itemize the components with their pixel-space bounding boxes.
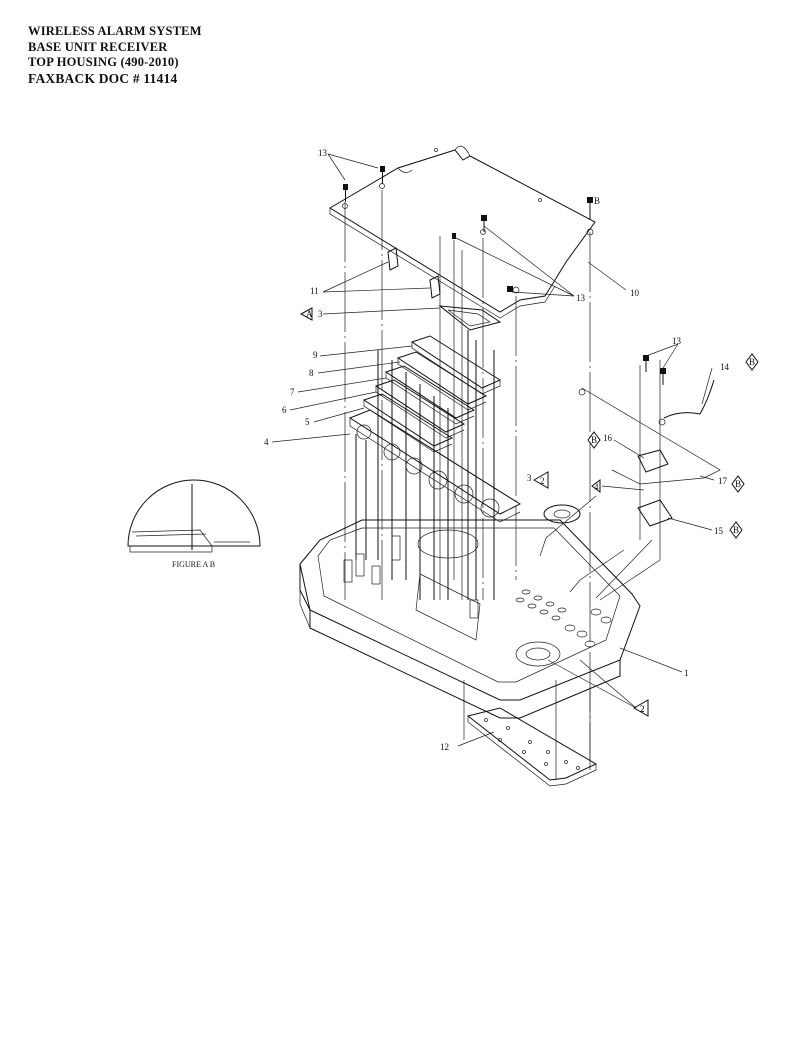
callout-12: 12: [440, 742, 449, 752]
callout-4-left: 4: [264, 437, 269, 447]
tag-b-3: B: [735, 479, 741, 489]
title-line-4: FAXBACK DOC # 11414: [28, 70, 178, 86]
tag-b-1: B: [749, 357, 755, 367]
bracket-frame: [438, 305, 502, 331]
stacked-circuit-boards: [348, 335, 522, 523]
board-pins: [355, 330, 495, 600]
round-spacer: [543, 504, 581, 524]
connection-lines: [539, 495, 661, 601]
callout-1: 1: [684, 668, 689, 678]
screw-group-top: [343, 166, 593, 292]
inset-caption: FIGURE A B: [172, 560, 215, 569]
callout-17: 17: [718, 476, 728, 486]
reference-tags: A 2 2 B B B B B: [299, 196, 759, 717]
tag-2-lower: 2: [640, 704, 645, 714]
callout-6: 6: [282, 405, 287, 415]
base-housing: [299, 519, 641, 719]
callout-14: 14: [720, 362, 730, 372]
callout-16: 16: [603, 433, 613, 443]
tag-2-upper: 2: [540, 476, 545, 486]
callout-2: 2: [640, 704, 645, 714]
callout-13-right: 13: [672, 336, 682, 346]
callout-3-upper: 3: [318, 309, 323, 319]
side-panel-wire: [578, 355, 721, 527]
callout-13-top-right: 13: [576, 293, 586, 303]
callout-5: 5: [305, 417, 310, 427]
callout-numbers: 13 11 3 13 10 9 8 7 6 5 4 13 14 16 3 4 1…: [264, 148, 730, 752]
callout-9: 9: [313, 350, 318, 360]
callout-13-top-left: 13: [318, 148, 328, 158]
leader-lines: [271, 153, 715, 747]
tag-b-4: B: [733, 525, 739, 535]
title-line-2: BASE UNIT RECEIVER: [28, 39, 168, 54]
callout-7: 7: [290, 387, 295, 397]
top-shield-plate: [329, 145, 596, 319]
title-line-1: WIRELESS ALARM SYSTEM: [28, 24, 202, 38]
title-block: WIRELESS ALARM SYSTEM BASE UNIT RECEIVER…: [28, 24, 202, 86]
callout-3-lower: 3: [527, 473, 532, 483]
tag-a: A: [306, 309, 313, 319]
clip-parts: [387, 247, 441, 299]
callout-8: 8: [309, 368, 314, 378]
bottom-plate: [466, 707, 598, 787]
title-line-3: TOP HOUSING (490-2010): [28, 55, 179, 69]
inset-figure: [127, 479, 261, 553]
callout-11: 11: [310, 286, 319, 296]
callout-4-right: 4: [594, 482, 599, 492]
callout-15: 15: [714, 526, 724, 536]
tag-b-5: B: [594, 196, 600, 206]
callout-10: 10: [630, 288, 640, 298]
tag-b-2: B: [591, 435, 597, 445]
